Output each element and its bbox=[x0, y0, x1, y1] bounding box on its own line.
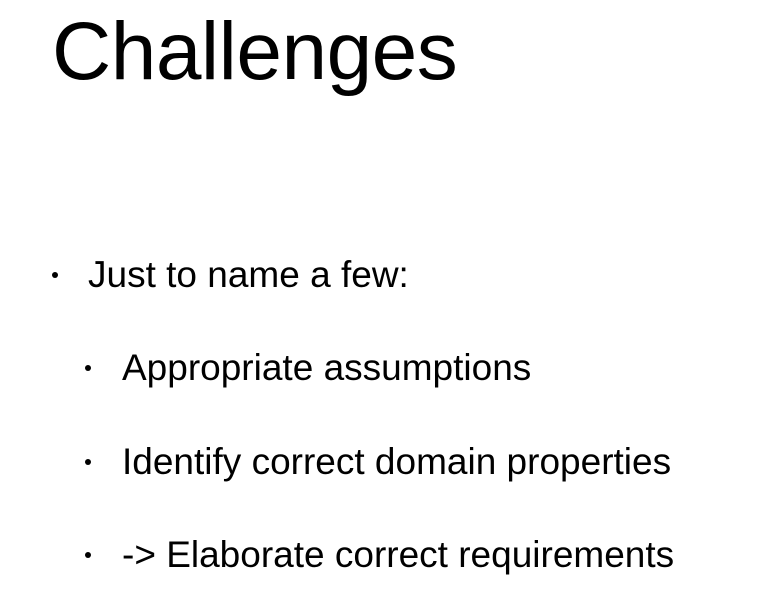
bullet-text: Just to name a few: bbox=[88, 254, 409, 295]
bullet-icon bbox=[85, 459, 91, 465]
bullet-icon bbox=[85, 552, 91, 558]
slide-title: Challenges bbox=[52, 6, 458, 97]
sub-bullet-item: -> Elaborate correct requirements bbox=[85, 533, 674, 577]
bullet-icon bbox=[52, 272, 58, 278]
sub-bullet-text: Appropriate assumptions bbox=[122, 347, 532, 388]
sub-bullet-item: Identify correct domain properties bbox=[85, 440, 671, 484]
sub-bullet-item: Appropriate assumptions bbox=[85, 346, 531, 390]
sub-bullet-text: -> Elaborate correct requirements bbox=[122, 534, 675, 575]
bullet-icon bbox=[85, 365, 91, 371]
bullet-item: Just to name a few: bbox=[52, 253, 409, 297]
sub-bullet-text: Identify correct domain properties bbox=[122, 441, 672, 482]
